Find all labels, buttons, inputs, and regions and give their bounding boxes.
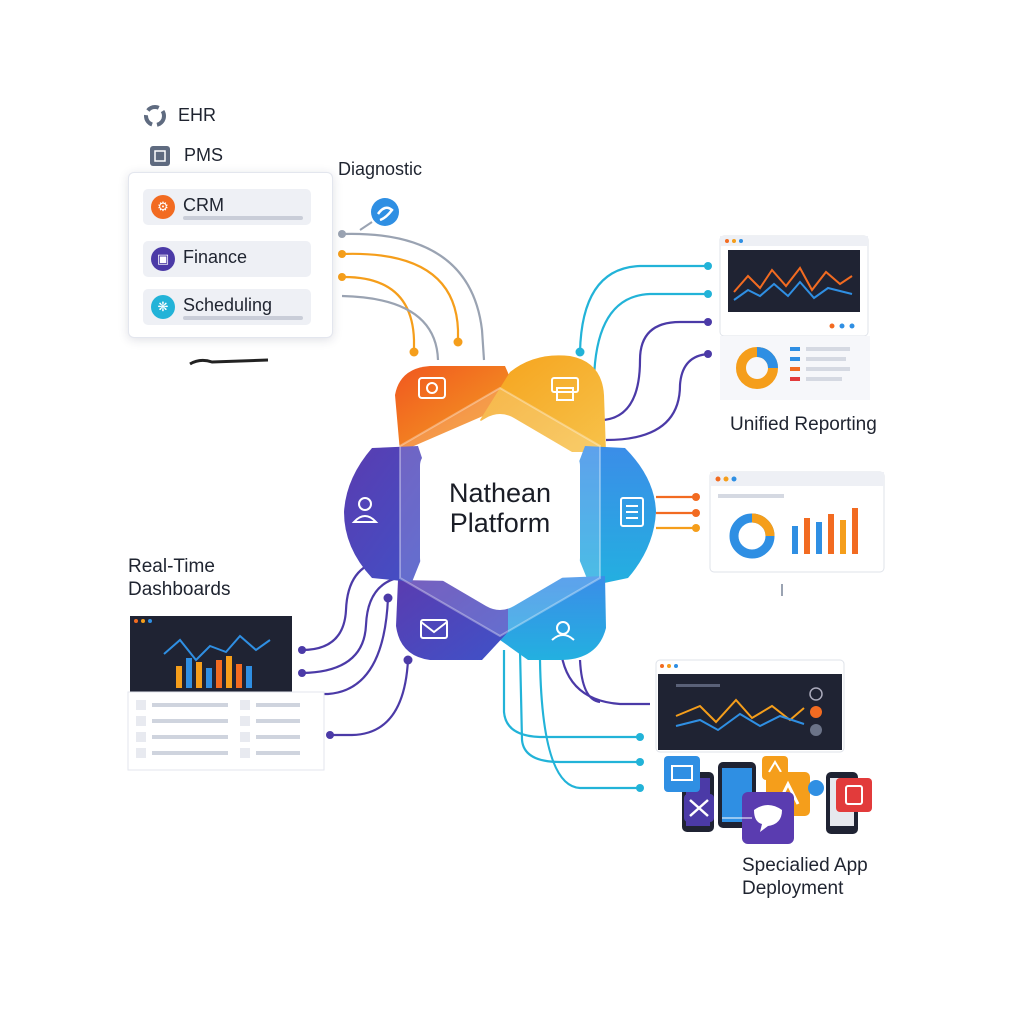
connector-finance [341,275,416,352]
finance-icon: ▣ [151,247,175,271]
printer-icon [551,377,579,401]
platform-title-line1: Nathean [448,478,552,508]
deployment-connectors [502,639,650,792]
deployment-panel [655,659,845,753]
ehr-label: EHR [178,105,217,125]
monitor-mail-icon [420,619,448,639]
reporting-connectors [575,262,712,442]
connector-scheduling [341,294,440,361]
finance-label: Finance [183,247,248,267]
crm-label: CRM [183,195,224,215]
photo-app-icon [664,756,700,792]
hub-petal-blue-right [560,446,656,586]
source-systems-card: ⚙ CRM ▣ Finance ❋ Scheduling [128,172,333,338]
pms-label: PMS [184,145,224,165]
platform-hub [344,355,656,660]
realtime-line1: Real-Time [128,556,215,577]
platform-title-line2: Platform [449,508,551,538]
device-app-icon [836,778,872,812]
app-icon-cluster [664,756,872,844]
realtime-line2: Dashboards [128,578,231,600]
user-chat-icon [351,497,379,523]
calendar-grid-icon [620,497,644,527]
contact-icon [551,621,575,641]
unified-reporting-label: Unified Reporting [730,414,877,435]
ehr-icon [144,105,166,127]
specialized-deployment-label: Specialied App Deployment [742,855,868,901]
diagnostic-icon [359,198,399,231]
source-row-scheduling[interactable]: ❋ Scheduling [143,289,311,325]
source-row-finance[interactable]: ▣ Finance [143,241,311,277]
scheduling-icon: ❋ [151,295,175,319]
platform-title: Nathean Platform [408,478,592,538]
hub-petal-purple-left [344,446,440,582]
analytics-connectors [656,493,700,532]
signature-scribble [189,358,269,366]
connector-crm [341,252,460,342]
source-row-crm[interactable]: ⚙ CRM [143,189,311,225]
connector-diagnostic [341,232,486,361]
crm-icon: ⚙ [151,195,175,219]
source-connectors [338,230,486,361]
specialized-line1: Specialied App [742,855,868,876]
scheduling-label: Scheduling [183,295,273,315]
camera-icon [418,377,446,399]
pms-icon [150,146,170,166]
hub-center [420,414,580,610]
dashboards-panel [127,616,325,771]
specialized-line2: Deployment [742,877,844,899]
analytics-panel [709,471,885,596]
dashboard-connectors [298,558,413,739]
diagnostic-label: Diagnostic [338,159,423,179]
realtime-dashboards-label: Real-Time Dashboards [128,556,230,602]
reporting-panel [719,235,870,400]
